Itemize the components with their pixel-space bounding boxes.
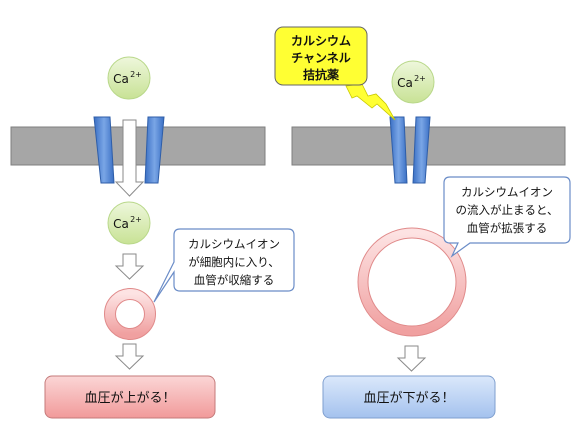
left-explanation-callout: カルシウムイオン が細胞内に入り、 血管が収縮する (153, 228, 295, 303)
callout-line: が細胞内に入り、 (188, 255, 280, 269)
constricted-vessel-inner-outline (115, 299, 145, 329)
calcium-channel-left-wall-b (144, 116, 165, 184)
calcium-channel-right-wall-b (412, 116, 431, 184)
lightning-bolt-icon (345, 83, 396, 121)
calcium-channel-right-wall-a (389, 116, 408, 184)
down-arrow-icon (396, 345, 427, 372)
channel-blocker-label: カルシウム チャンネル 拮抗薬 (274, 26, 368, 86)
ion-charge: 2+ (130, 70, 142, 79)
ion-symbol: Ca (397, 76, 413, 90)
calcium-ion-left-top: Ca 2+ (107, 56, 151, 100)
result-text: 血圧が上がる！ (84, 391, 175, 406)
down-arrow-icon (114, 343, 145, 370)
ion-symbol: Ca (113, 72, 129, 86)
dilated-vessel-outline (357, 227, 467, 337)
constricted-vessel-ring (104, 288, 156, 340)
result-blood-pressure-up: 血圧が上がる！ (44, 375, 216, 419)
blocker-line: チャンネル (291, 51, 351, 65)
calcium-ion-left-bottom: Ca 2+ (107, 201, 151, 245)
calcium-ion-right: Ca 2+ (391, 60, 435, 104)
callout-line: カルシウムイオン (461, 185, 553, 199)
ion-flow-arrow (114, 119, 145, 197)
result-text: 血圧が下がる！ (363, 391, 454, 406)
calcium-channel-left-wall-a (93, 116, 115, 184)
ion-charge: 2+ (414, 74, 426, 83)
right-explanation-callout: カルシウムイオン の流入が止まると、 血管が拡張する (443, 176, 571, 258)
callout-line: カルシウムイオン (188, 237, 280, 251)
dilated-vessel-ring (358, 228, 466, 336)
callout-line: 血管が拡張する (467, 221, 548, 235)
constricted-vessel-outline (104, 288, 156, 340)
ion-charge: 2+ (130, 215, 142, 224)
cell-membrane-left (10, 126, 266, 166)
dilated-vessel-inner-outline (367, 237, 457, 327)
callout-line: の流入が止まると、 (455, 203, 558, 217)
down-arrow-icon (114, 253, 145, 280)
result-blood-pressure-down: 血圧が下がる！ (322, 375, 496, 419)
ion-symbol: Ca (113, 217, 129, 231)
blocker-line: 拮抗薬 (303, 67, 339, 82)
callout-line: 血管が収縮する (194, 273, 275, 287)
blocker-line: カルシウム (291, 34, 351, 48)
